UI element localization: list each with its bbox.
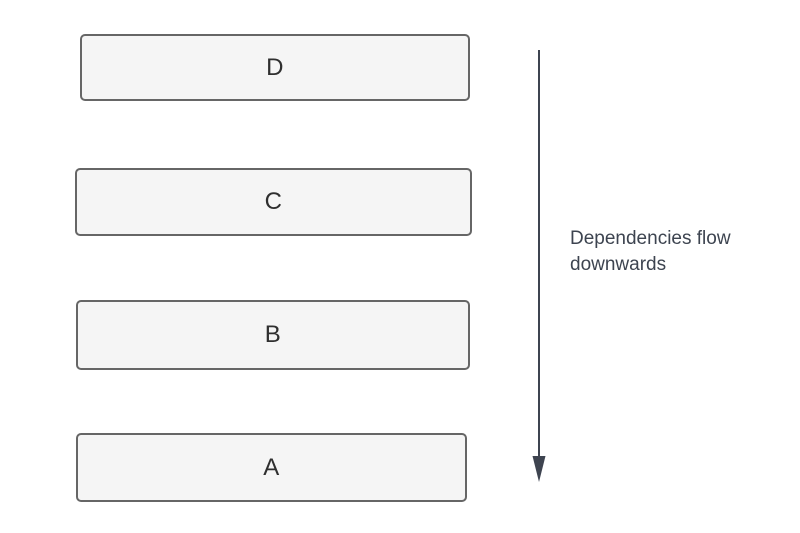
node-box-b: B	[76, 300, 470, 370]
node-label: C	[264, 188, 283, 215]
node-box-c: C	[75, 168, 472, 236]
annotation-text: Dependencies flow downwards	[570, 228, 731, 275]
node-box-d: D	[80, 34, 470, 101]
node-label: D	[266, 53, 284, 81]
node-label: A	[263, 453, 280, 481]
node-box-a: A	[76, 433, 467, 502]
down-arrow-icon	[532, 50, 546, 482]
node-label: B	[264, 321, 282, 348]
